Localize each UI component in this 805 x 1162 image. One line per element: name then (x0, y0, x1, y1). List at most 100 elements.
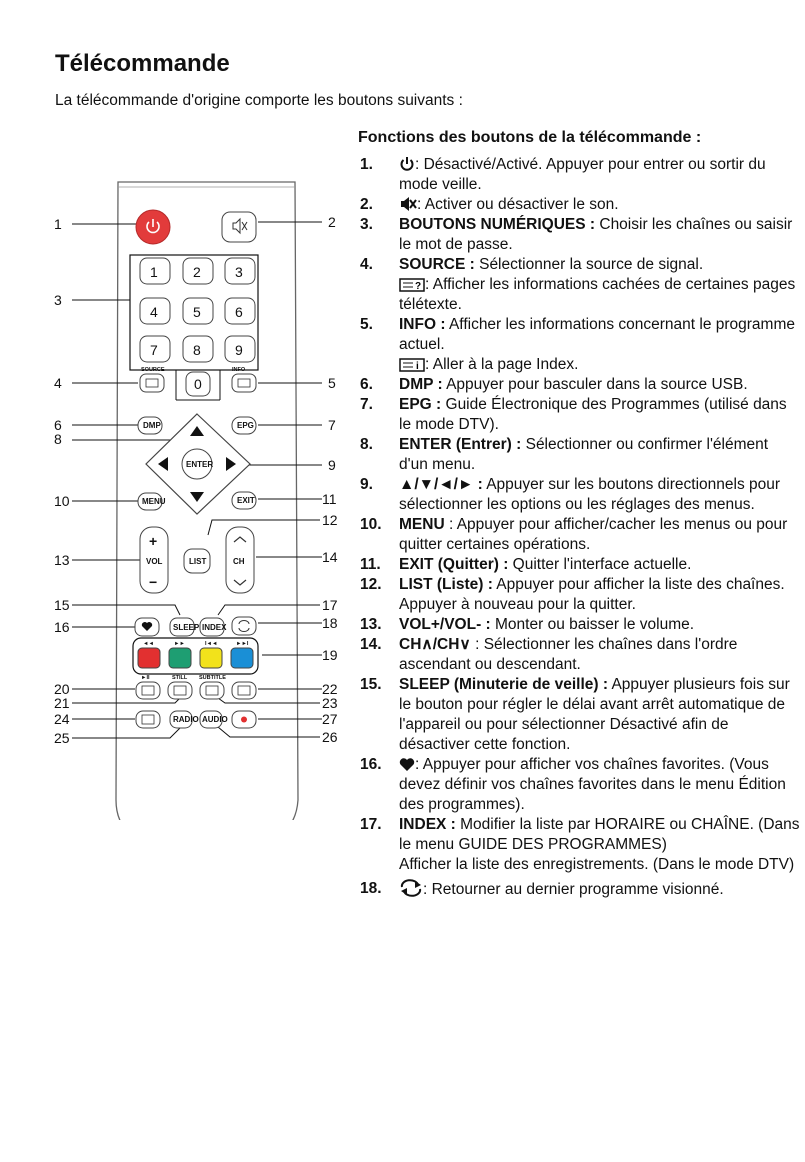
svg-text:i: i (416, 361, 419, 372)
record-icon (241, 716, 247, 723)
left-arrow-button[interactable] (158, 457, 168, 471)
callout-23: 23 (322, 695, 338, 711)
radio-button[interactable] (169, 710, 193, 729)
function-item-1: 1.: Désactivé/Activé. Appuyer pour entre… (360, 156, 766, 193)
subtitle-button[interactable] (199, 681, 225, 700)
green-button[interactable] (168, 647, 192, 669)
digit-5-button[interactable] (182, 297, 214, 325)
right-arrow-button[interactable] (226, 457, 236, 471)
function-item-15: 15.SLEEP (Minuterie de veille) : Appuyer… (360, 676, 790, 753)
callout-7: 7 (328, 417, 336, 433)
radio-label: RADIO (173, 715, 199, 724)
digit-group-frame (129, 254, 259, 371)
callout-9: 9 (328, 457, 336, 473)
vol-minus-label: − (149, 574, 157, 590)
cancel-teletext-button[interactable] (135, 710, 161, 729)
function-item-13: 13.VOL+/VOL- : Monter ou baisser le volu… (360, 616, 695, 633)
size-button[interactable] (231, 681, 257, 700)
down-arrow-button[interactable] (190, 492, 204, 502)
digit-7-label: 7 (150, 342, 158, 358)
callout-17: 17 (322, 597, 338, 613)
digit-2-button[interactable] (182, 257, 214, 285)
digit-1-button[interactable] (139, 257, 171, 285)
hold-icon (173, 685, 187, 696)
function-item-3: 3.BOUTONS NUMÉRIQUES : Choisir les chaîn… (360, 216, 793, 253)
teletext-reveal-icon (145, 378, 159, 388)
digit-6-button[interactable] (224, 297, 256, 325)
volume-rocker[interactable] (139, 526, 169, 594)
function-item-10: 10.MENU : Appuyer pour afficher/cacher l… (360, 516, 788, 553)
teletext-button[interactable] (135, 681, 161, 700)
blue-button[interactable] (230, 647, 254, 669)
callout-11: 11 (322, 491, 337, 507)
exit-button[interactable] (231, 491, 257, 510)
channel-rocker[interactable] (225, 526, 255, 594)
index-label: INDEX (202, 623, 227, 632)
svg-text:►II: ►II (141, 675, 150, 681)
callout-24: 24 (54, 711, 70, 727)
sleep-button[interactable] (169, 617, 195, 637)
epg-button[interactable] (231, 416, 257, 435)
teletext-index-icon: i (399, 358, 425, 372)
list-label: LIST (189, 557, 206, 566)
digit-7-button[interactable] (139, 335, 171, 363)
digit-1-label: 1 (150, 264, 158, 280)
callout-1: 1 (54, 216, 62, 232)
audio-button[interactable] (199, 710, 223, 729)
function-item-6: 6.DMP : Appuyer pour basculer dans la so… (360, 376, 748, 393)
teletext-index-icon (237, 378, 251, 388)
digit-4-button[interactable] (139, 297, 171, 325)
mute-button[interactable] (221, 211, 257, 243)
menu-button[interactable] (137, 492, 163, 511)
digit-6-label: 6 (235, 304, 243, 320)
callout-22: 22 (322, 681, 338, 697)
dmp-button[interactable] (137, 416, 163, 435)
cancel-icon (141, 714, 155, 725)
callout-6: 6 (54, 417, 62, 433)
callout-26: 26 (322, 729, 338, 745)
up-arrow-button[interactable] (190, 426, 204, 436)
callout-16: 16 (54, 619, 70, 635)
info-button[interactable] (231, 373, 257, 393)
function-item-14: 14.CH∧/CH∨ : Sélectionner les chaînes da… (360, 636, 738, 673)
digit-3-button[interactable] (224, 257, 256, 285)
yellow-button[interactable] (199, 647, 223, 669)
callout-19: 19 (322, 647, 338, 663)
functions-heading: Fonctions des boutons de la télécommande… (358, 129, 702, 146)
hold-button[interactable] (167, 681, 193, 700)
digit-9-button[interactable] (224, 335, 256, 363)
recall-button[interactable] (231, 616, 257, 636)
digit-0-label: 0 (194, 376, 202, 392)
function-item-16: 16.: Appuyer pour afficher vos chaînes f… (360, 756, 786, 813)
svg-text:►►: ►► (174, 641, 185, 647)
source-button[interactable] (139, 373, 165, 393)
vol-plus-label: + (149, 533, 157, 549)
svg-text:►►I: ►►I (236, 641, 249, 647)
digit-4-label: 4 (150, 304, 158, 320)
digit-0-button[interactable] (185, 371, 211, 397)
enter-button[interactable] (181, 448, 213, 480)
digit-keys: 1 2 3 4 5 6 7 8 9 0 (139, 257, 256, 397)
red-button[interactable] (137, 647, 161, 669)
digit-2-label: 2 (193, 264, 201, 280)
digit-9-label: 9 (235, 342, 243, 358)
callout-12: 12 (322, 512, 338, 528)
teletext-reveal-icon: ? (399, 278, 425, 292)
svg-text:◄◄: ◄◄ (143, 641, 154, 647)
power-button[interactable] (135, 209, 171, 245)
index-button[interactable] (199, 617, 225, 637)
digit-8-button[interactable] (182, 335, 214, 363)
list-button[interactable] (183, 548, 211, 574)
teletext-icon (141, 685, 155, 696)
exit-label: EXIT (237, 496, 255, 505)
callout-2: 2 (328, 214, 336, 230)
svg-text:?: ? (415, 281, 421, 292)
function-item-7: 7.EPG : Guide Électronique des Programme… (360, 396, 787, 433)
menu-label: MENU (142, 497, 166, 506)
epg-label: EPG (237, 421, 254, 430)
callout-15: 15 (54, 597, 70, 613)
remote-illustration: 1 2 3 4 5 6 7 8 9 10 11 12 13 14 15 16 1… (54, 181, 338, 820)
callout-4: 4 (54, 375, 62, 391)
recall-icon (400, 879, 422, 897)
heart-icon (141, 622, 153, 631)
